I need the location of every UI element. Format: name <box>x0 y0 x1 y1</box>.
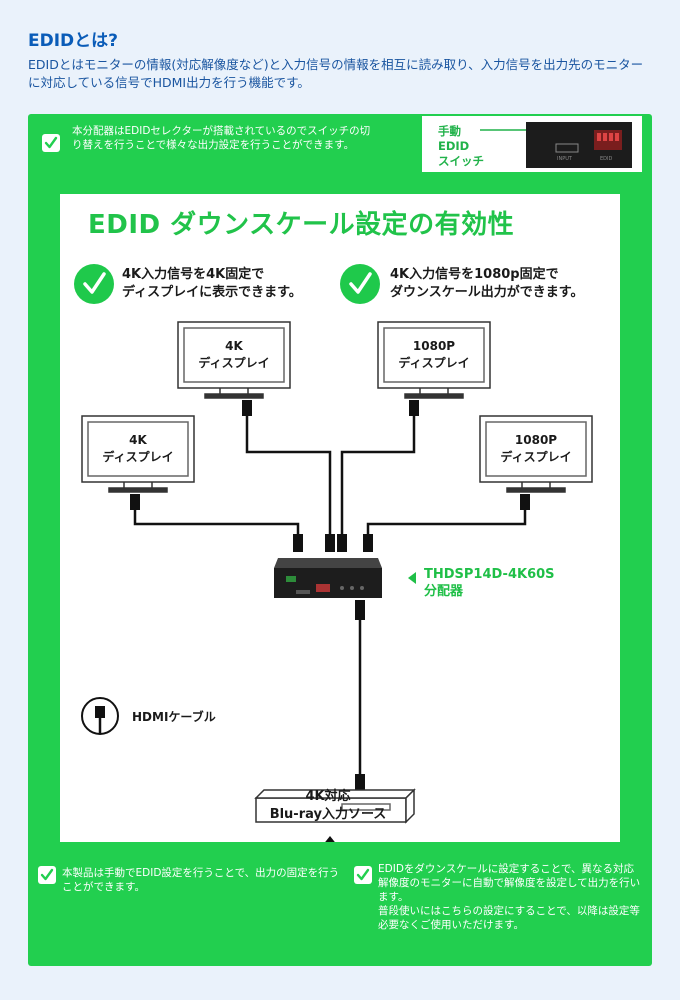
pointer-arrow-icon <box>408 572 416 584</box>
pointer-arrow-icon <box>325 836 335 842</box>
input-port-label: INPUT <box>557 156 572 162</box>
monitor-label: 1080P <box>413 339 455 353</box>
feature-right: 4K入力信号を1080p固定で ダウンスケール出力ができます。 <box>390 267 584 300</box>
monitor-1080p-top <box>377 321 491 399</box>
bottom-note-right: EDIDをダウンスケールに設定することで、異なる対応解像度のモニターに自動で解像… <box>378 863 641 931</box>
bluray-player <box>254 788 416 824</box>
monitor-label: 4K <box>225 339 243 353</box>
diagram-card: EDID ダウンスケール設定の有効性 4K入力信号を4K固定で ディスプレイに表… <box>60 194 620 842</box>
hdmi-cable-label: HDMIケーブル <box>132 710 216 724</box>
monitor-label: ディスプレイ <box>198 355 269 370</box>
arrow-icon <box>480 122 632 168</box>
monitor-label: 4K <box>129 433 147 447</box>
cable-line <box>245 400 332 534</box>
connection-diagram: 4K ディスプレイ 1080P ディスプレイ 4K ディスプレイ 1080P デ… <box>81 321 593 842</box>
checkmark-icon <box>340 264 380 304</box>
monitor-label: ディスプレイ <box>500 449 571 464</box>
page-title: EDIDとは? <box>28 31 119 51</box>
feature-left: 4K入力信号を4K固定で ディスプレイに表示できます。 <box>122 267 302 300</box>
splitter-device <box>274 558 382 598</box>
bottom-note-left: 本製品は手動でEDID設定を行うことで、出力の固定を行うことができます。 <box>62 867 340 893</box>
cable-line <box>340 400 416 534</box>
edid-switch-callout: 手動 EDID スイッチ INPUT EDID <box>422 116 642 172</box>
checkmark-icon <box>38 866 56 884</box>
monitor-4k-top <box>177 321 291 399</box>
hdmi-cable-icon <box>81 697 119 735</box>
monitor-4k-left <box>81 415 195 493</box>
cable-line <box>133 494 300 534</box>
hdmi-connector-icon <box>130 400 530 794</box>
top-note: 本分配器はEDIDセレクターが搭載されているのでスイッチの切り替えを行うことで様… <box>72 125 371 151</box>
monitor-label: ディスプレイ <box>398 355 469 370</box>
monitor-label: ディスプレイ <box>102 449 173 464</box>
card-title: EDID ダウンスケール設定の有効性 <box>88 210 515 240</box>
checkmark-icon <box>74 264 114 304</box>
checkmark-icon <box>42 134 60 152</box>
edid-panel: 本分配器はEDIDセレクターが搭載されているのでスイッチの切り替えを行うことで様… <box>28 114 652 966</box>
monitor-label: 1080P <box>515 433 557 447</box>
page-description: EDIDとはモニターの情報(対応解像度など)と入力信号の情報を相互に読み取り、入… <box>28 57 644 90</box>
source-label: 4K対応 Blu-ray入力ソース <box>269 789 387 822</box>
checkmark-icon <box>354 866 372 884</box>
cable-line <box>366 494 527 534</box>
monitor-1080p-right <box>479 415 593 493</box>
device-label: THDSP14D-4K60S 分配器 <box>424 567 555 599</box>
switch-label: 手動 EDID スイッチ <box>438 124 484 168</box>
edid-port-label: EDID <box>600 156 613 162</box>
